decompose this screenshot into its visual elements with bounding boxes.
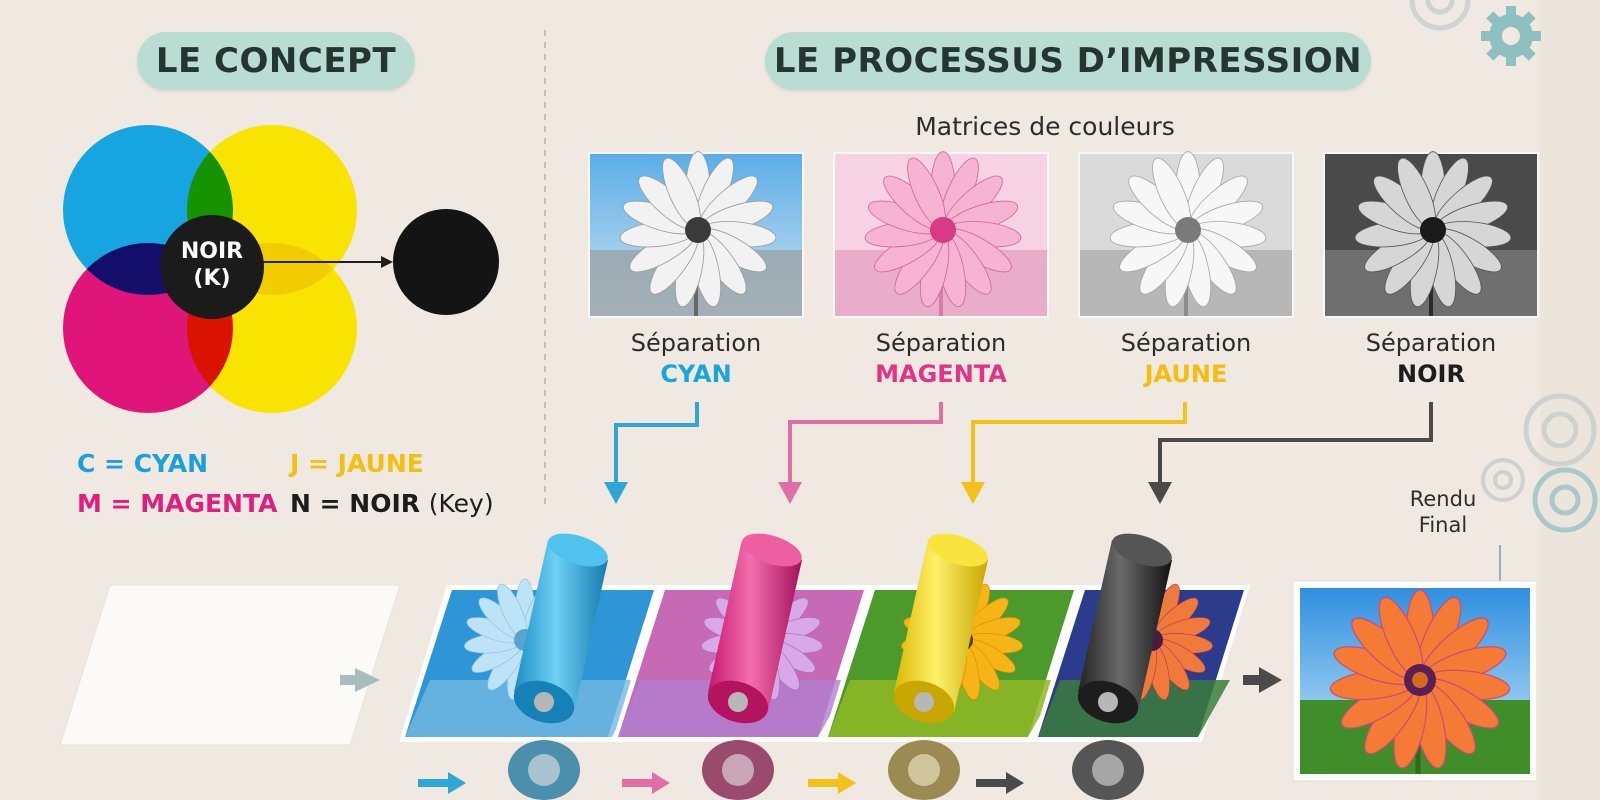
separation-label-magenta: Séparation MAGENTA	[841, 328, 1041, 390]
section-header-concept-text: LE CONCEPT	[155, 41, 397, 81]
separation-color-name: NOIR	[1397, 360, 1465, 388]
gear-icon	[1523, 393, 1597, 467]
legend-black: N = NOIR (Key)	[290, 489, 494, 518]
venn-center-label: NOIR (K)	[172, 238, 252, 292]
separation-thumbnail-black	[1323, 151, 1539, 318]
separation-prefix: Séparation	[1120, 329, 1252, 357]
final-render-image	[1292, 580, 1538, 782]
separation-thumbnail-cyan	[588, 151, 804, 318]
arrow-head-icon	[1148, 482, 1172, 504]
gear-icon	[1481, 6, 1541, 66]
arrow-head-icon	[604, 482, 628, 504]
flow-arrow-magenta	[622, 772, 670, 794]
roller-magenta	[702, 533, 802, 800]
venn-center-label-line2: (K)	[193, 266, 231, 291]
gear-icon	[1481, 458, 1525, 502]
separation-color-name: MAGENTA	[875, 360, 1007, 388]
separation-label-yellow: Séparation JAUNE	[1086, 328, 1286, 390]
arrow-black	[1158, 402, 1433, 485]
section-header-process-text: LE PROCESSUS D’IMPRESSION	[773, 41, 1363, 81]
separation-thumbnail-magenta	[833, 151, 1049, 318]
section-header-concept: LE CONCEPT	[137, 32, 415, 90]
separation-color-name: CYAN	[660, 360, 732, 388]
gear-icon	[1532, 467, 1598, 533]
blank-paper	[59, 584, 401, 746]
venn-center-label-line1: NOIR	[180, 239, 244, 264]
arrow-cyan	[614, 402, 699, 485]
separation-prefix: Séparation	[875, 329, 1007, 357]
arrow-shaft	[340, 675, 356, 685]
separation-label-black: Séparation NOIR	[1331, 328, 1531, 390]
roller-cyan	[508, 533, 608, 800]
legend-black-bold: N = NOIR	[290, 489, 421, 518]
legend-magenta: M = MAGENTA	[77, 489, 278, 518]
legend-cyan: C = CYAN	[77, 449, 209, 478]
separation-prefix: Séparation	[630, 329, 762, 357]
flow-arrow-cyan	[418, 772, 466, 794]
separation-color-name: JAUNE	[1144, 360, 1228, 388]
legend-yellow: J = JAUNE	[290, 449, 424, 478]
roller-black	[1072, 533, 1172, 800]
final-render-label: Rendu Final	[1388, 486, 1498, 538]
black-disc	[393, 209, 499, 315]
section-header-process: LE PROCESSUS D’IMPRESSION	[765, 32, 1371, 90]
separation-thumbnail-yellow	[1078, 151, 1294, 318]
flow-arrow-black	[976, 772, 1024, 794]
separation-prefix: Séparation	[1365, 329, 1497, 357]
arrow-yellow	[971, 402, 1187, 485]
arrow-head-icon	[381, 256, 393, 268]
arrow-to-final	[1243, 667, 1282, 693]
cmyk-venn-diagram	[63, 125, 357, 413]
separation-label-cyan: Séparation CYAN	[596, 328, 796, 390]
arrow-head-icon	[961, 482, 985, 504]
arrow-head-icon	[355, 668, 380, 692]
arrow-magenta	[788, 402, 943, 485]
gear-icon	[1409, 0, 1471, 31]
matrices-title: Matrices de couleurs	[915, 112, 1175, 141]
final-render-label-line1: Rendu	[1409, 487, 1477, 511]
flow-arrow-yellow	[808, 772, 856, 794]
black-center	[160, 215, 264, 319]
final-render-label-line2: Final	[1418, 513, 1468, 537]
roller-yellow	[888, 533, 988, 800]
legend-black-suffix: (Key)	[428, 489, 494, 518]
arrow-head-icon	[778, 482, 802, 504]
